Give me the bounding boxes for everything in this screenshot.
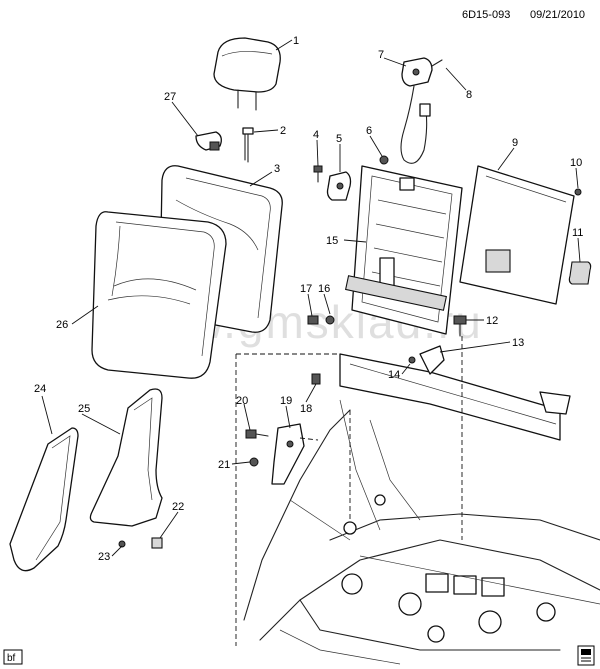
side-bolster-24 (9, 427, 79, 572)
bolt-21 (249, 457, 259, 467)
callout-5: 5 (336, 133, 342, 145)
callout-8: 8 (466, 89, 472, 101)
callout-26: 26 (56, 319, 68, 331)
callout-4: 4 (313, 129, 319, 141)
callout-11: 11 (572, 227, 583, 239)
clip-22 (151, 537, 163, 549)
screw-10 (574, 188, 582, 196)
callout-7: 7 (378, 49, 384, 61)
headrest (213, 37, 281, 111)
callout-20: 20 (236, 395, 248, 407)
footer-label: bf (7, 653, 16, 664)
callout-21: 21 (218, 459, 230, 471)
callout-27: 27 (164, 91, 176, 103)
release-button (195, 131, 222, 151)
seatback-cover (91, 211, 227, 379)
footer-label-box (3, 649, 23, 665)
vehicle-body (243, 399, 600, 665)
callout-6: 6 (366, 125, 372, 137)
callout-22: 22 (172, 501, 184, 513)
callout-18: 18 (300, 403, 312, 415)
nut-6 (379, 155, 389, 165)
lower-bracket (271, 423, 305, 485)
callout-19: 19 (280, 395, 292, 407)
bolt-20 (245, 429, 269, 439)
callout-24: 24 (34, 383, 46, 395)
callout-23: 23 (98, 551, 110, 563)
callout-25: 25 (78, 403, 90, 415)
bolt-18 (311, 373, 321, 385)
screw-23 (118, 540, 126, 548)
callout-1: 1 (293, 35, 299, 47)
latch-assembly (400, 57, 443, 164)
callout-16: 16 (318, 283, 330, 295)
callout-17: 17 (300, 283, 312, 295)
callout-13: 13 (512, 337, 524, 349)
callout-12: 12 (486, 315, 498, 327)
callout-9: 9 (512, 137, 518, 149)
seatback-frame (344, 165, 463, 335)
hinge-bracket (326, 171, 352, 201)
callout-15: 15 (326, 235, 338, 247)
bumper-stop (568, 261, 592, 285)
side-bolster-25 (89, 388, 163, 527)
rear-panel (459, 165, 575, 305)
document-stack-icon (577, 645, 595, 666)
diagram-date: 09/21/2010 (530, 9, 585, 21)
callout-10: 10 (570, 157, 582, 169)
callout-14: 14 (388, 369, 400, 381)
callout-2: 2 (280, 125, 286, 137)
diagram-code: 6D15-093 (462, 9, 510, 21)
cross-brace (339, 345, 571, 441)
bolt-17 (307, 315, 319, 325)
headrest-guide (242, 127, 254, 163)
callout-3: 3 (274, 163, 280, 175)
bolt-4 (313, 165, 323, 183)
bolt-16 (325, 315, 335, 325)
